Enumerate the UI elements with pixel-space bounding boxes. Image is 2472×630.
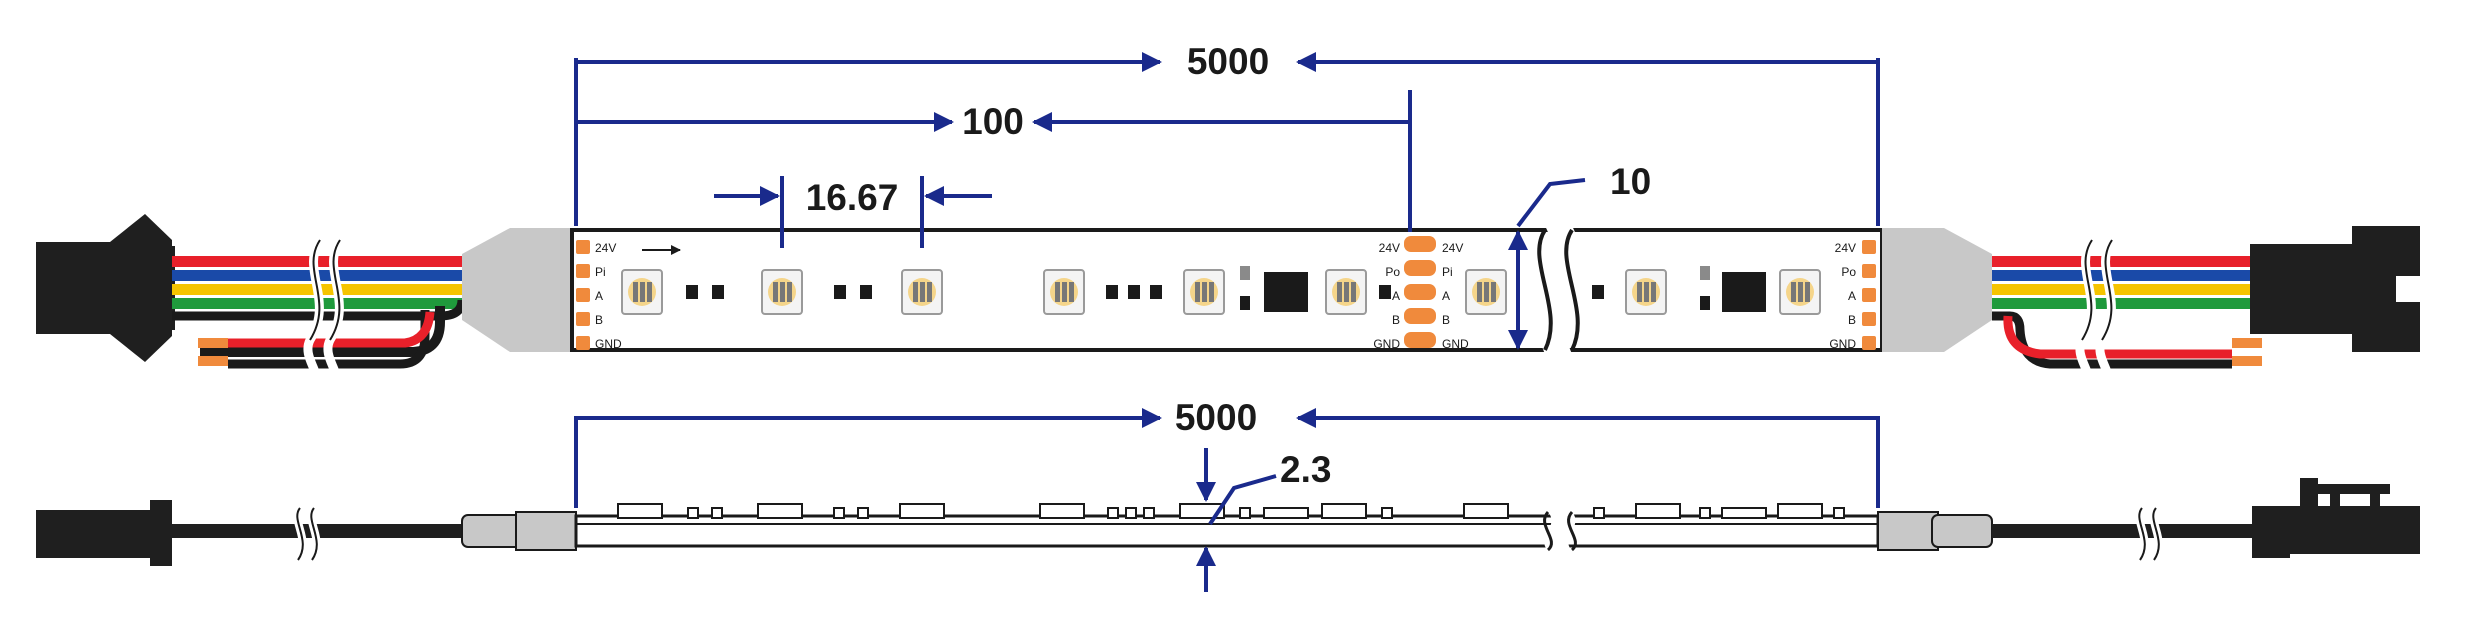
- right-wires: [1992, 237, 2262, 383]
- led-chip: [761, 269, 803, 315]
- right-endcap: [1882, 228, 1992, 352]
- pin-labels-cut-left: 24V Po A B GND: [1373, 241, 1400, 351]
- left-endcap: [462, 228, 572, 352]
- left-connector: [36, 214, 175, 362]
- pin-label: GND: [1373, 337, 1400, 351]
- pin-labels-right-end: 24V Po A B GND: [1829, 241, 1856, 351]
- dimension-width: 10: [1610, 161, 1651, 202]
- side-view: 5000 2.3: [36, 397, 2420, 592]
- pin-label: B: [595, 313, 603, 327]
- pads: [576, 236, 1876, 350]
- pin-label: Pi: [595, 265, 606, 279]
- led-chip: [1325, 269, 1367, 315]
- pin-label: GND: [595, 337, 622, 351]
- led-chip: [1043, 269, 1085, 315]
- pin-label: A: [1848, 289, 1856, 303]
- pin-labels-cut-right: 24V Pi A B GND: [1442, 241, 1469, 351]
- dimension-side-total-length: 5000: [1175, 397, 1257, 438]
- pin-label: B: [1392, 313, 1400, 327]
- ic-chip: [1722, 272, 1766, 312]
- side-connector-left: [36, 500, 577, 566]
- side-strip: [574, 503, 1880, 552]
- pin-label: B: [1848, 313, 1856, 327]
- pin-label: A: [1442, 289, 1450, 303]
- pin-label: GND: [1442, 337, 1469, 351]
- right-connector: [2250, 226, 2420, 352]
- led-chip: [621, 269, 663, 315]
- strip-components: [621, 245, 1821, 315]
- dimension-cut-length: 100: [962, 101, 1024, 142]
- pin-label: A: [1392, 289, 1400, 303]
- dimension-led-pitch: 16.67: [806, 177, 899, 218]
- dimension-lines-side: [574, 408, 1880, 592]
- left-wires: [172, 237, 467, 383]
- pin-labels-left-end: 24V Pi A B GND: [595, 241, 622, 351]
- led-chip: [1465, 269, 1507, 315]
- led-chip: [1779, 269, 1821, 315]
- pin-label: Po: [1841, 265, 1856, 279]
- dimension-total-length: 5000: [1187, 41, 1269, 82]
- pin-label: 24V: [1379, 241, 1400, 255]
- led-chip: [1625, 269, 1667, 315]
- pin-label: 24V: [1442, 241, 1463, 255]
- led-chip: [901, 269, 943, 315]
- pin-label: Pi: [1442, 265, 1453, 279]
- pin-label: 24V: [1835, 241, 1856, 255]
- dimension-lines-top: [574, 52, 1880, 350]
- led-chip: [1183, 269, 1225, 315]
- pin-label: B: [1442, 313, 1450, 327]
- pin-label: GND: [1829, 337, 1856, 351]
- pin-label: 24V: [595, 241, 616, 255]
- top-view: 24V Pi A B GND 24V Po A B GND 24V Pi A B…: [36, 41, 2420, 383]
- side-connector-right: [1877, 478, 2420, 563]
- dimension-thickness: 2.3: [1280, 449, 1331, 490]
- pin-label: Po: [1385, 265, 1400, 279]
- ic-chip: [1264, 272, 1308, 312]
- pin-label: A: [595, 289, 603, 303]
